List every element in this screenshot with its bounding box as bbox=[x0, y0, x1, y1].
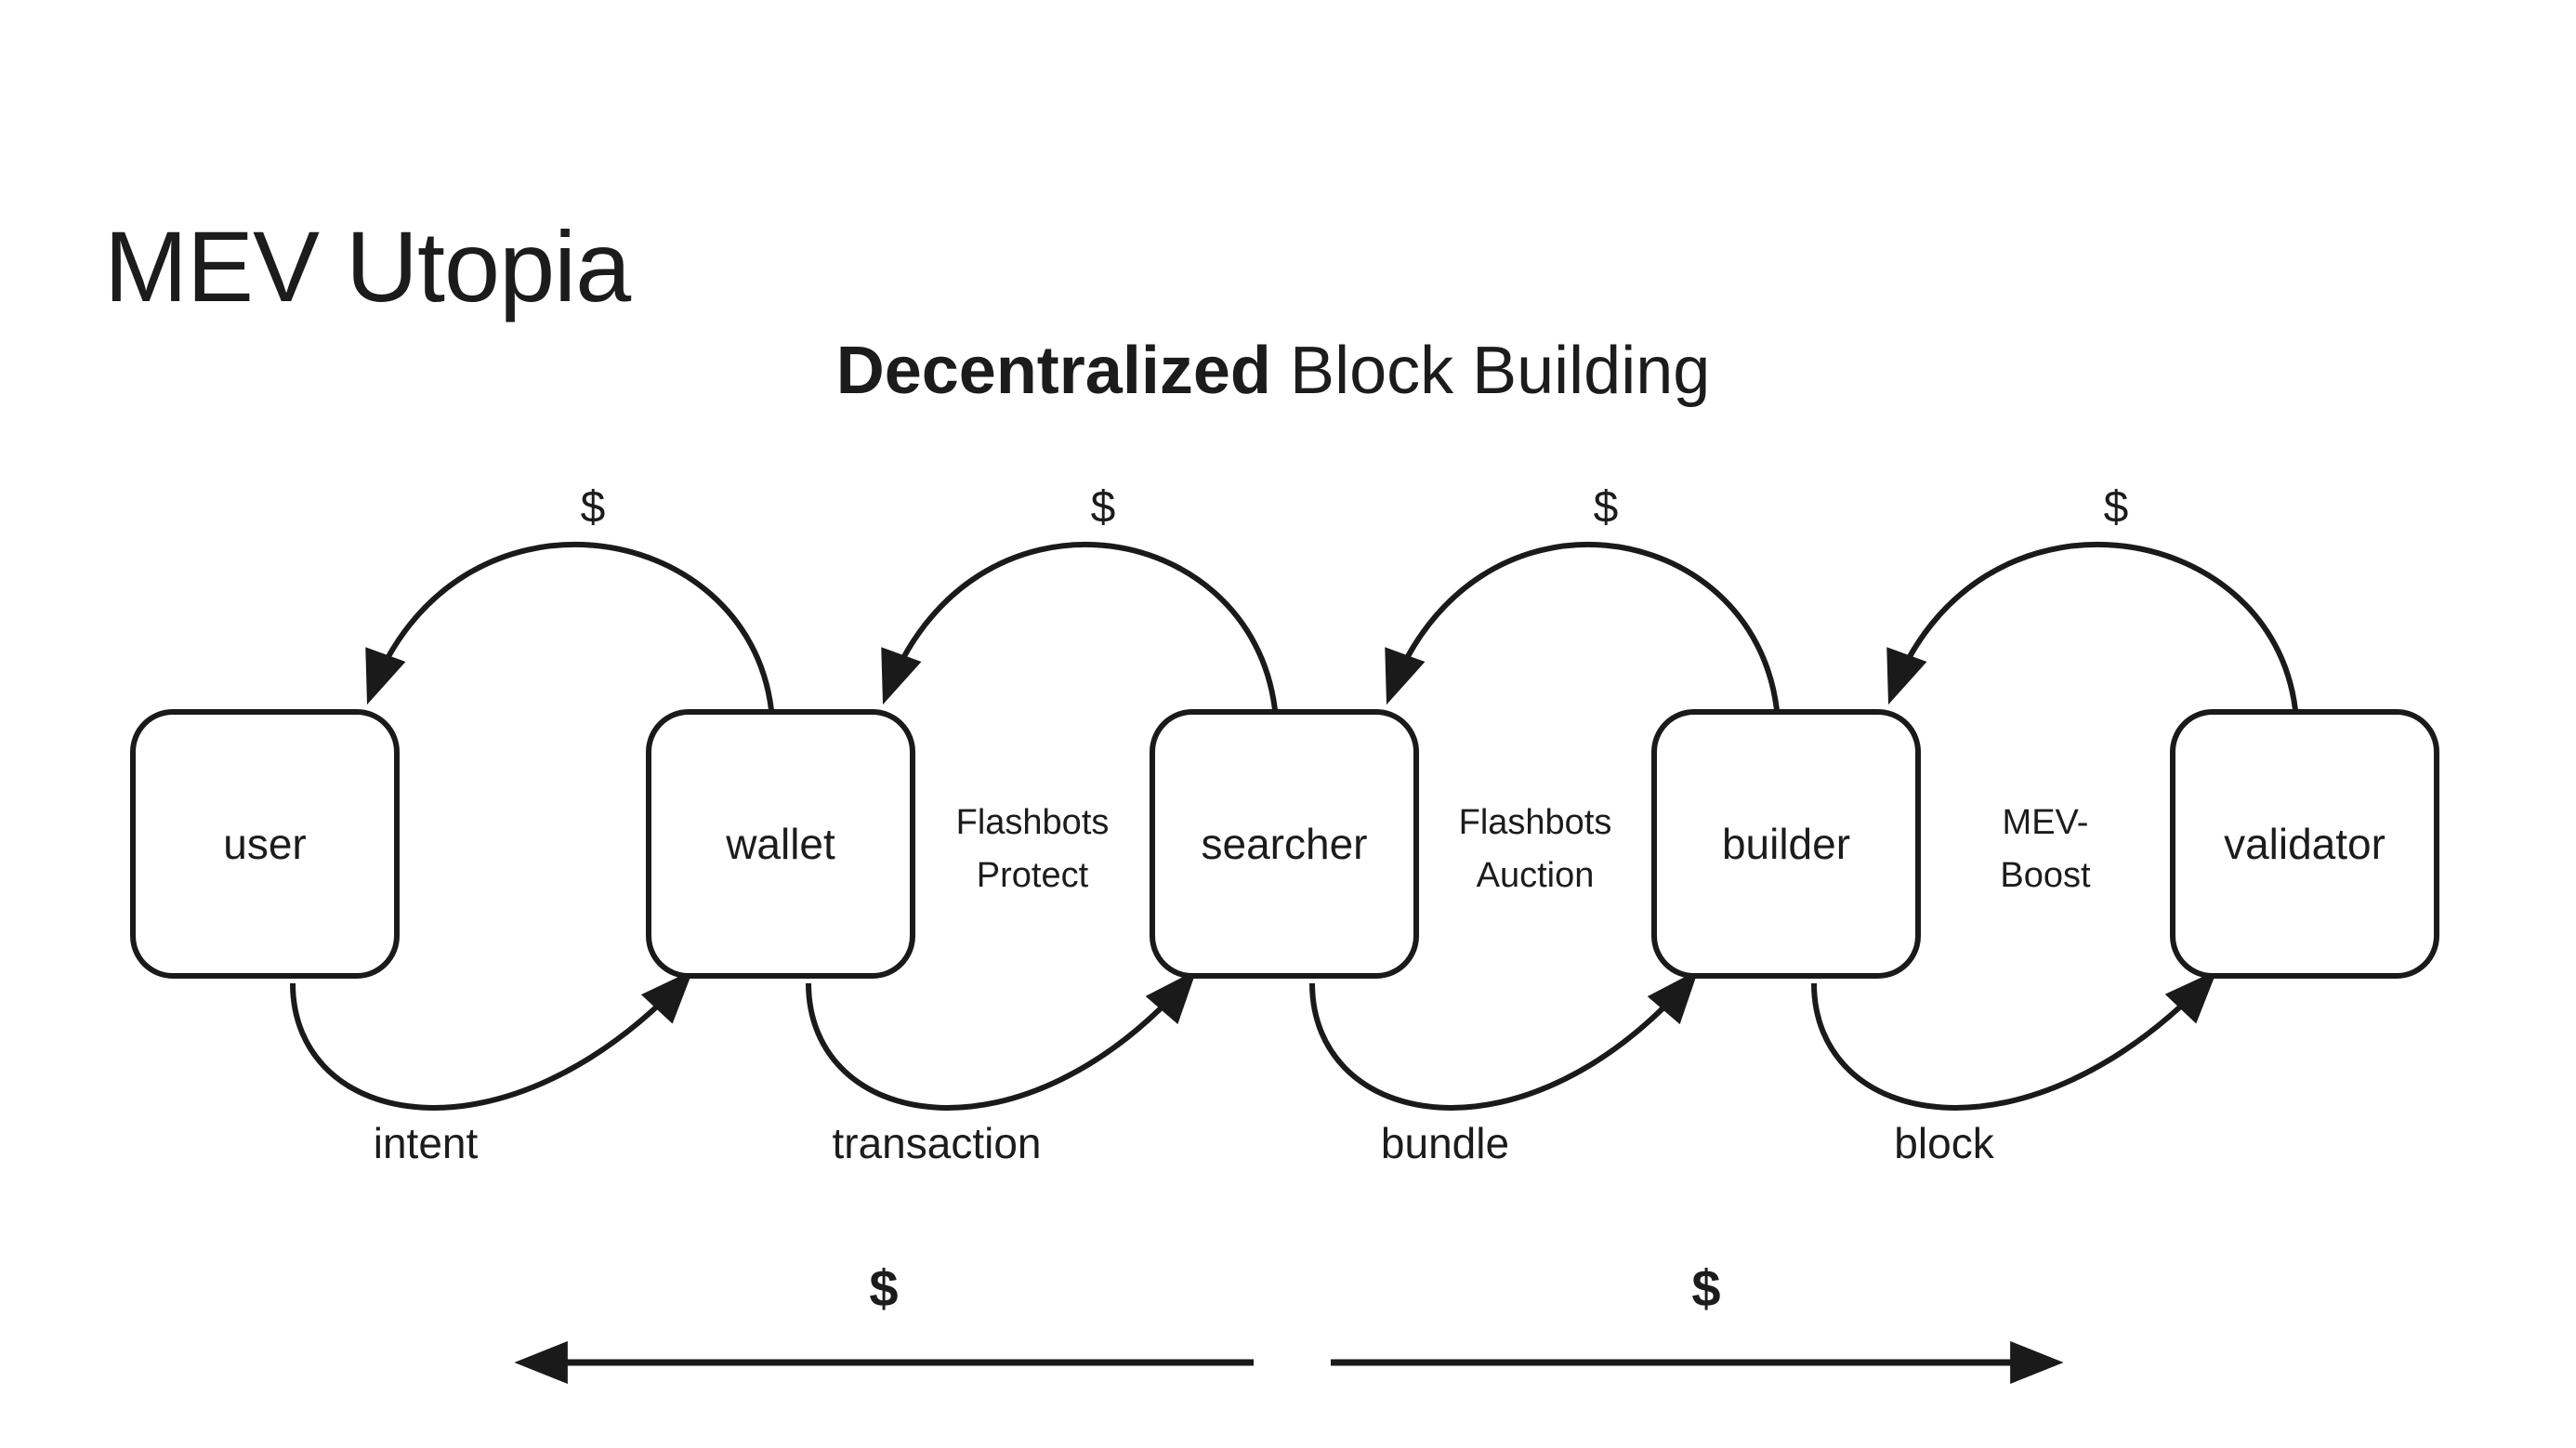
flow-label-block: block bbox=[1894, 1119, 1994, 1167]
dollar-label-searcher-wallet: $ bbox=[1090, 482, 1116, 533]
node-builder: builder bbox=[1651, 709, 1921, 979]
channel-label-line2: Protect bbox=[976, 856, 1089, 895]
channel-label-line1: Flashbots bbox=[1458, 803, 1612, 842]
node-wallet: wallet bbox=[646, 709, 915, 979]
diagram-subtitle: Decentralized Block Building bbox=[0, 333, 2546, 409]
dollar-label-builder-searcher: $ bbox=[1593, 482, 1619, 533]
channel-label-flashbots-protect: Flashbots Protect bbox=[956, 796, 1110, 902]
flow-arc-wallet-to-searcher bbox=[806, 969, 1197, 1111]
dollar-label-left-arrow: $ bbox=[869, 1258, 899, 1318]
flow-label-intent: intent bbox=[373, 1119, 479, 1167]
node-builder-label: builder bbox=[1721, 820, 1851, 868]
channel-label-line2: Auction bbox=[1476, 856, 1595, 895]
node-wallet-label: wallet bbox=[726, 820, 835, 868]
channel-label-flashbots-auction: Flashbots Auction bbox=[1459, 796, 1612, 902]
channel-label-line1: MEV- bbox=[2002, 803, 2089, 842]
flow-arc-builder-to-validator bbox=[1811, 969, 2217, 1111]
subtitle-emphasis: Decentralized bbox=[835, 334, 1271, 408]
page-title: MEV Utopia bbox=[104, 210, 631, 323]
payment-arc-wallet-to-user bbox=[365, 542, 774, 711]
channel-label-line2: Boost bbox=[2000, 856, 2091, 895]
flow-label-bundle: bundle bbox=[1380, 1119, 1510, 1167]
node-user-label: user bbox=[223, 820, 307, 868]
channel-label-line1: Flashbots bbox=[955, 803, 1110, 842]
payment-arc-searcher-to-wallet bbox=[881, 541, 1278, 711]
flow-arc-user-to-wallet bbox=[290, 969, 693, 1111]
node-searcher-label: searcher bbox=[1201, 820, 1368, 868]
payment-arc-validator-to-builder bbox=[1886, 542, 2298, 711]
dollar-label-right-arrow: $ bbox=[1691, 1258, 1721, 1318]
node-validator: validator bbox=[2170, 709, 2439, 979]
dollar-label-wallet-user: $ bbox=[580, 482, 606, 533]
dollar-label-validator-builder: $ bbox=[2103, 482, 2129, 533]
node-user: user bbox=[130, 709, 400, 979]
flow-label-transaction: transaction bbox=[832, 1119, 1042, 1167]
node-validator-label: validator bbox=[2224, 820, 2385, 868]
flow-arc-searcher-to-builder bbox=[1309, 969, 1699, 1111]
channel-label-mev-boost: MEV- Boost bbox=[2000, 796, 2090, 902]
subtitle-rest: Block Building bbox=[1290, 334, 1711, 408]
node-searcher: searcher bbox=[1150, 709, 1419, 979]
payment-arc-builder-to-searcher bbox=[1385, 541, 1780, 711]
